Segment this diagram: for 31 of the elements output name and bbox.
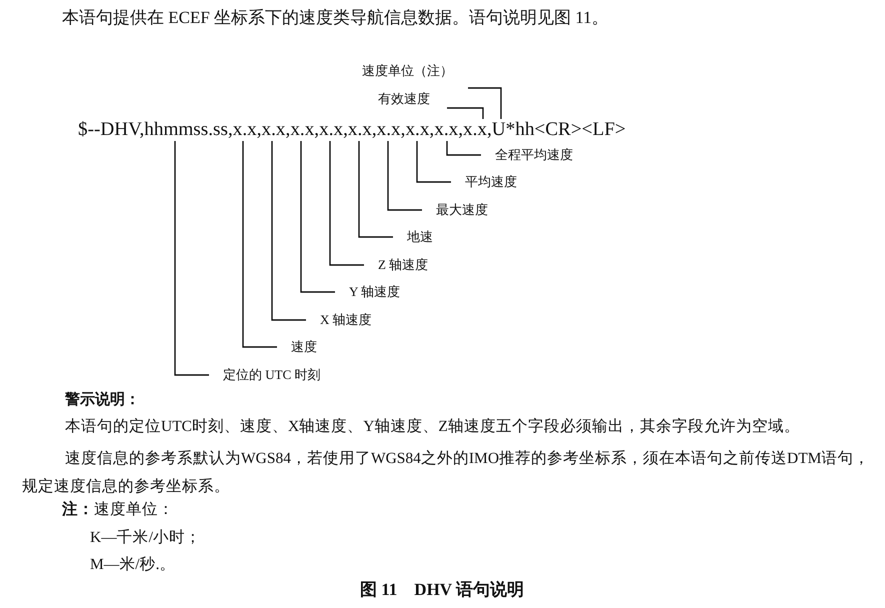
leader-line [300,141,335,293]
field-label: 最大速度 [422,201,488,219]
leader-line [271,141,306,321]
paragraph: 速度信息的参考系默认为WGS84，若使用了WGS84之外的IMO推荐的参考坐标系，须在本语句之前传送DTM语句，规定速度信息的参考坐标系。 [22,449,870,497]
leader-line [242,141,277,348]
unit-note: 注：速度单位： [62,500,174,520]
leader-line [416,141,451,183]
field-label: 定位的 UTC 时刻 [209,366,320,384]
field-label: 地速 [393,228,433,246]
field-label: 有效速度 [378,90,447,108]
field-label: 速度 [277,338,317,356]
note-heading: 警示说明： [65,390,140,410]
field-label: 速度单位（注） [362,62,468,88]
leader-line [387,141,422,211]
leader-line [329,141,364,266]
leader-line [468,87,502,119]
leader-line [446,141,481,156]
paragraph: 本语句的定位UTC时刻、速度、X轴速度、Y轴速度、Z轴速度五个字段必须输出，其余字段允许为空域。 [65,417,800,437]
field-label: Y 轴速度 [335,283,400,301]
field-label: Z 轴速度 [364,256,428,274]
field-label: 全程平均速度 [481,146,573,164]
field-label: 平均速度 [451,173,517,191]
leader-line [447,107,484,119]
unit-item: K—千米/小时； [90,528,201,548]
leader-line [174,141,209,376]
field-label: X 轴速度 [306,311,372,329]
intro-text: 本语句提供在 ECEF 坐标系下的速度类导航信息数据。语句说明见图 11。 [62,7,609,29]
unit-item: M—米/秒.。 [90,555,176,575]
sentence-format: $--DHV,hhmmss.ss,x.x,x.x,x.x,x.x,x.x,x.x,x.x,x.x,x.x,U*hh<CR><LF> [78,119,626,141]
figure-caption: 图 11 DHV 语句说明 [360,579,524,601]
leader-line [358,141,393,238]
